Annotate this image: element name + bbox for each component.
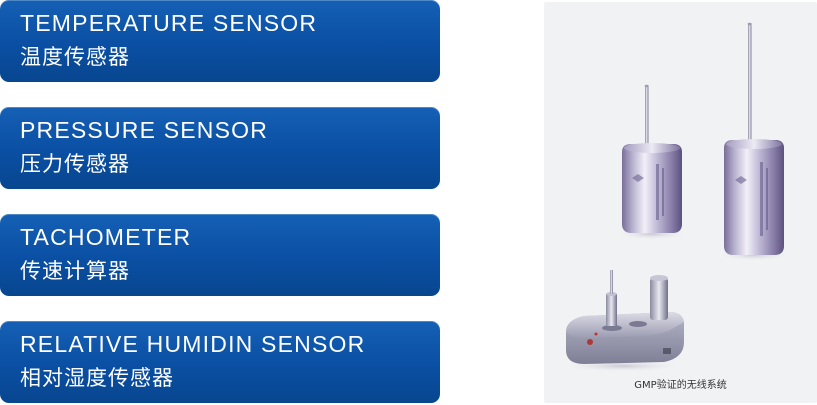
card-temperature-sensor[interactable]: TEMPERATURE SENSOR 温度传感器	[0, 0, 440, 82]
photo-caption: GMP验证的无线系统	[634, 380, 727, 391]
card-relative-humidity-sensor[interactable]: RELATIVE HUMIDIN SENSOR 相对湿度传感器	[0, 321, 440, 403]
product-photo: GMP验证的无线系统	[544, 2, 817, 403]
card-title-cn: 传速计算器	[20, 259, 130, 283]
card-title-cn: 压力传感器	[20, 152, 130, 176]
card-tachometer[interactable]: TACHOMETER 传速计算器	[0, 214, 440, 296]
base-station-icon	[560, 270, 684, 372]
sensor-list: TEMPERATURE SENSOR 温度传感器 PRESSURE SENSOR…	[0, 0, 440, 403]
card-title-en: TACHOMETER	[20, 224, 192, 250]
card-pressure-sensor[interactable]: PRESSURE SENSOR 压力传感器	[0, 107, 440, 189]
card-title-cn: 温度传感器	[20, 45, 130, 69]
card-title-en: PRESSURE SENSOR	[20, 117, 269, 143]
card-title-en: TEMPERATURE SENSOR	[20, 10, 318, 36]
wireless-logger-illustration	[560, 22, 790, 372]
card-title-cn: 相对湿度传感器	[20, 366, 174, 390]
logger-right-icon	[718, 22, 790, 261]
card-title-en: RELATIVE HUMIDIN SENSOR	[20, 331, 366, 357]
logger-left-icon	[616, 84, 688, 240]
